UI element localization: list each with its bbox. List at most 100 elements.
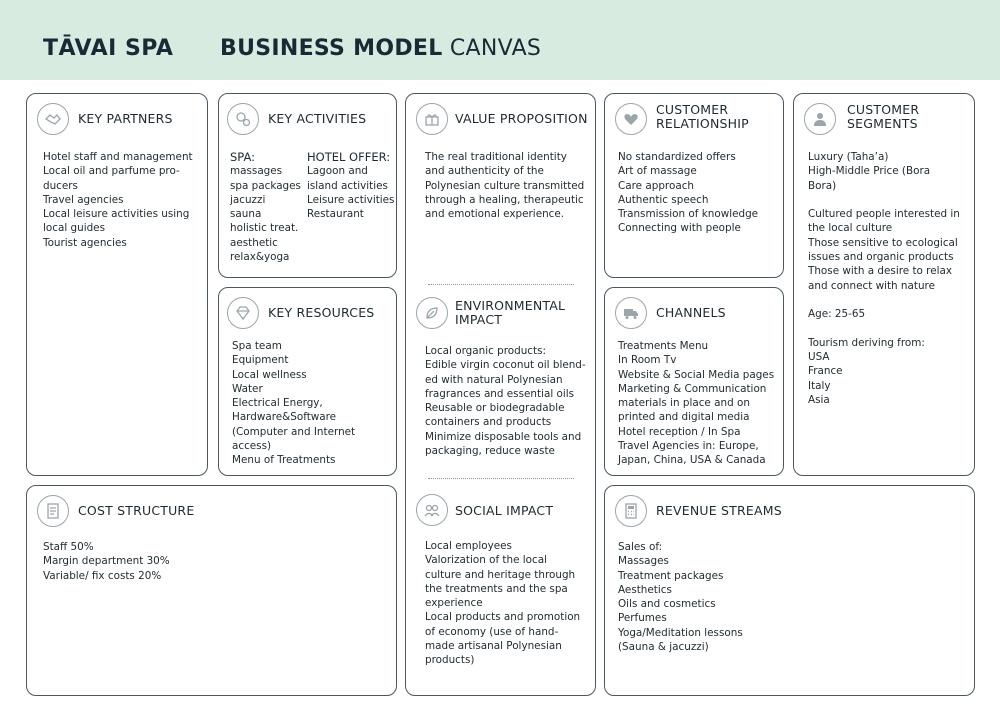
title-bold: BUSINESS MODEL xyxy=(220,36,443,61)
calculator-icon xyxy=(615,495,647,527)
text-line: packaging, reduce waste xyxy=(425,445,555,458)
divider-dotted-2 xyxy=(428,478,574,479)
text-line: Transmission of knowledge xyxy=(618,208,759,221)
text-line: issues and organic products xyxy=(808,251,954,264)
heart-icon xyxy=(615,103,647,135)
customer-segments-box: CUSTOMER SEGMENTS Luxury (Taha’a) High-Mi… xyxy=(793,93,975,476)
text-line: and authenticity of the xyxy=(425,165,544,178)
text-line: Oils and cosmetics xyxy=(618,598,716,611)
text-line xyxy=(808,322,960,336)
customer-segments-title-line1: CUSTOMER xyxy=(847,102,920,117)
text-line: Bora) xyxy=(808,179,837,192)
diamond-icon xyxy=(227,297,259,329)
text-line: Travel Agencies in: Europe, xyxy=(618,440,759,453)
text-line: Water xyxy=(232,382,263,395)
text-line: Yoga/Meditation lessons xyxy=(618,626,743,639)
cost-structure-list: Staff 50%Margin department 30%Variable/ … xyxy=(43,540,170,583)
text-line: (Sauna & jacuzzi) xyxy=(618,641,709,654)
truck-icon xyxy=(615,297,647,329)
text-line: Hardware&Software xyxy=(232,411,337,424)
key-activities-title: KEY ACTIVITIES xyxy=(268,111,367,126)
customer-segments-title-line2: SEGMENTS xyxy=(847,116,918,131)
environmental-impact-list: Local organic products:Edible virgin coc… xyxy=(425,344,586,458)
text-line: jacuzzi xyxy=(230,193,266,206)
text-line: Luxury (Taha’a) xyxy=(808,151,889,163)
text-line: Local oil and parfume pro- xyxy=(43,165,180,178)
customer-relationship-title-line2: RELATIONSHIP xyxy=(656,116,749,131)
social-impact-title: SOCIAL IMPACT xyxy=(455,503,554,518)
text-line: Tourism deriving from: xyxy=(808,336,925,349)
text-line: In Room Tv xyxy=(618,354,677,367)
text-line: Hotel reception / In Spa xyxy=(618,425,741,438)
text-line: Cultured people interested in xyxy=(808,208,960,221)
text-line: relax&yoga xyxy=(230,251,290,264)
text-line: Age: 25-65 xyxy=(808,308,866,321)
text-line: local guides xyxy=(43,222,105,235)
document-icon xyxy=(37,495,69,527)
environmental-title-line1: ENVIRONMENTAL xyxy=(455,298,566,313)
text-line: Hotel staff and management xyxy=(43,151,193,163)
revenue-streams-title: REVENUE STREAMS xyxy=(656,503,782,518)
text-line: through a healing, therapeutic xyxy=(425,193,584,206)
person-icon xyxy=(804,103,836,135)
leaf-icon xyxy=(416,297,448,329)
text-line: Art of massage xyxy=(618,165,697,178)
channels-title: CHANNELS xyxy=(656,305,726,320)
gears-icon xyxy=(227,103,259,135)
page-title: BUSINESS MODEL CANVAS xyxy=(220,36,541,61)
text-line: High-Middle Price (Bora xyxy=(808,165,931,178)
text-line: Lagoon and xyxy=(307,165,368,178)
text-line: made artisanal Polynesian xyxy=(425,640,562,653)
text-line: and connect with nature xyxy=(808,279,935,292)
environmental-title-line2: IMPACT xyxy=(455,312,503,327)
text-line: Spa team xyxy=(232,340,282,352)
text-line: Massages xyxy=(618,555,669,568)
customer-relationship-title: CUSTOMER RELATIONSHIP xyxy=(656,103,749,131)
text-line: materials in place and on xyxy=(618,397,750,410)
customer-relationship-box: CUSTOMER RELATIONSHIP No standardized of… xyxy=(604,93,784,278)
handshake-icon xyxy=(37,103,69,135)
text-line: the treatments and the spa xyxy=(425,582,568,595)
text-line: Travel agencies xyxy=(43,193,124,206)
text-line: Electrical Energy, xyxy=(232,397,323,410)
text-line: and emotional experience. xyxy=(425,208,565,221)
brand-name: TĀVAI SPA xyxy=(43,36,174,61)
people-icon xyxy=(416,494,448,526)
text-line: Website & Social Media pages xyxy=(618,368,775,381)
text-line: Restaurant xyxy=(307,208,364,221)
text-line: Local employees xyxy=(425,540,512,552)
text-line: Those with a desire to relax xyxy=(808,265,953,278)
text-line: Reusable or biodegradable xyxy=(425,402,565,415)
text-line: spa packages xyxy=(230,179,301,192)
text-line: sauna xyxy=(230,208,262,221)
text-line: Treatment packages xyxy=(618,569,724,582)
text-line: Menu of Treatments xyxy=(232,454,336,467)
text-line: ed with natural Polynesian xyxy=(425,373,563,386)
text-line: Care approach xyxy=(618,179,694,192)
text-line: Local wellness xyxy=(232,368,307,381)
text-line: printed and digital media xyxy=(618,411,750,424)
key-partners-title: KEY PARTNERS xyxy=(78,111,173,126)
text-line: (Computer and Internet xyxy=(232,425,356,438)
text-line: Asia xyxy=(808,394,830,407)
text-line: access) xyxy=(232,440,272,453)
text-line: Japan, China, USA & Canada xyxy=(618,454,766,467)
text-line: Equipment xyxy=(232,354,289,367)
cost-structure-title: COST STRUCTURE xyxy=(78,503,195,518)
text-line: Margin department 30% xyxy=(43,555,170,568)
text-line: Aesthetics xyxy=(618,583,672,596)
header-band: TĀVAI SPA BUSINESS MODEL CANVAS xyxy=(0,0,1000,80)
text-line xyxy=(808,193,960,207)
text-line: France xyxy=(808,365,843,378)
text-line: USA xyxy=(808,351,830,364)
environmental-impact-title: ENVIRONMENTAL IMPACT xyxy=(455,299,565,327)
text-line: Edible virgin coconut oil blend- xyxy=(425,359,586,372)
text-line: Authentic speech xyxy=(618,193,709,206)
